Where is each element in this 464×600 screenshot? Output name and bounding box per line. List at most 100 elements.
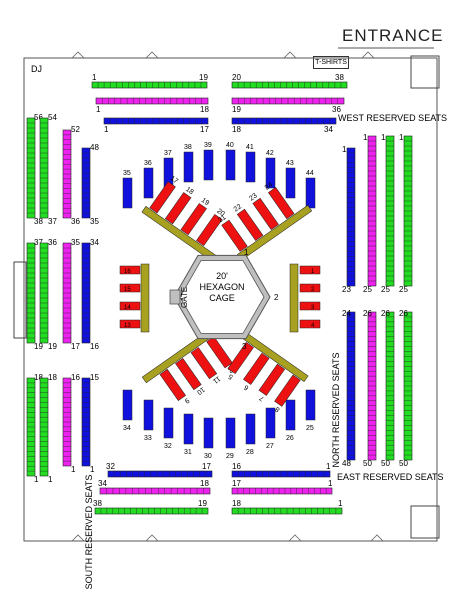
floor-block-30[interactable] xyxy=(203,417,214,449)
east-col-1-sec-2[interactable] xyxy=(346,311,356,461)
bottom-row-1-right[interactable] xyxy=(231,470,331,478)
bottom-row-2-right-bar[interactable] xyxy=(231,487,333,495)
floor-block-26[interactable] xyxy=(285,399,296,431)
east-col-4-sec-1[interactable] xyxy=(403,135,413,287)
east-col-3-sec-1[interactable] xyxy=(385,135,395,287)
top-row-2-left[interactable] xyxy=(95,97,209,105)
bottom-row-1-left-bar[interactable] xyxy=(107,470,213,478)
angled-row-20[interactable] xyxy=(196,213,223,247)
angled-row-9[interactable] xyxy=(159,368,186,401)
west-col-1-sec-2[interactable] xyxy=(26,242,36,344)
angled-row-11[interactable] xyxy=(190,347,218,380)
bottom-row-2-left[interactable] xyxy=(99,487,211,495)
west-col-3-sec-1[interactable] xyxy=(62,129,72,219)
angled-bottom-left[interactable]: 1211109 xyxy=(141,327,240,417)
floor-block-41[interactable] xyxy=(245,151,256,183)
top-row-1-right[interactable] xyxy=(231,81,348,89)
top-row-1-left-bar[interactable] xyxy=(91,81,208,89)
floor-block-35[interactable] xyxy=(122,177,133,209)
floor-block-42[interactable] xyxy=(265,157,276,189)
west-col-1-sec-3[interactable] xyxy=(26,377,36,477)
side-row-13[interactable] xyxy=(119,319,141,329)
col-end-label: 25 xyxy=(399,285,408,294)
top-row-3-right[interactable] xyxy=(231,117,337,125)
col-start-label: 36 xyxy=(48,238,57,247)
east-col-1-sec-1[interactable] xyxy=(346,147,356,287)
west-col-4-sec-1[interactable] xyxy=(81,147,91,219)
angled-row-5[interactable] xyxy=(227,341,254,375)
cage-gate[interactable] xyxy=(169,289,181,305)
west-col-3-sec-3[interactable] xyxy=(62,377,72,467)
angled-row-22[interactable] xyxy=(236,208,264,241)
bottom-row-1-left[interactable] xyxy=(107,470,213,478)
west-col-4-sec-3[interactable] xyxy=(81,377,91,467)
west-col-2-sec-1[interactable] xyxy=(39,117,49,219)
floor-block-label: 35 xyxy=(123,170,131,177)
floor-block-28[interactable] xyxy=(245,413,256,445)
east-col-2-sec-2[interactable] xyxy=(367,311,377,461)
bottom-row-3-left-bar[interactable] xyxy=(94,507,209,515)
floor-block-38[interactable] xyxy=(183,151,194,183)
angled-row-12[interactable] xyxy=(206,336,233,369)
top-row-2-right[interactable] xyxy=(231,97,345,105)
door-icon xyxy=(283,51,297,59)
angled-row-18[interactable] xyxy=(164,192,192,225)
top-row-1-right-bar[interactable] xyxy=(231,81,348,89)
col-end-label: 48 xyxy=(342,459,351,468)
floor-block-34[interactable] xyxy=(122,389,133,421)
tshirts-booth[interactable]: T-SHIRTS xyxy=(313,56,349,69)
bottom-row-2-right[interactable] xyxy=(231,487,333,495)
angled-row-7[interactable] xyxy=(258,363,286,396)
top-row-3-left[interactable] xyxy=(103,117,209,125)
top-row-1-left[interactable] xyxy=(91,81,208,89)
east-col-3-sec-2[interactable] xyxy=(385,311,395,461)
floor-block-39[interactable] xyxy=(203,149,214,181)
west-col-2-sec-3[interactable] xyxy=(39,377,49,477)
side-row-4[interactable] xyxy=(299,319,321,329)
top-row-3-right-bar[interactable] xyxy=(231,117,337,125)
floor-block-40[interactable] xyxy=(225,149,236,181)
floor-block-25[interactable] xyxy=(305,389,316,421)
angled-row-24[interactable] xyxy=(268,187,295,220)
side-row-2[interactable] xyxy=(299,283,321,293)
bottom-row-3-right[interactable] xyxy=(231,507,343,515)
west-col-4-sec-2[interactable] xyxy=(81,242,91,344)
bottom-row-2-left-bar[interactable] xyxy=(99,487,211,495)
row-start-label: 16 xyxy=(232,462,241,471)
floor-block-33[interactable] xyxy=(143,399,154,431)
west-col-3-sec-2[interactable] xyxy=(62,242,72,344)
top-row-3-left-bar[interactable] xyxy=(103,117,209,125)
east-col-4-sec-2[interactable] xyxy=(403,311,413,461)
angled-row-19[interactable] xyxy=(180,203,207,236)
floor-block-29[interactable] xyxy=(225,417,236,449)
bottom-row-3-left[interactable] xyxy=(94,507,209,515)
side-row-16[interactable] xyxy=(119,265,141,275)
east-col-2-sec-1[interactable] xyxy=(367,135,377,287)
north-reserved-label: NORTH RESERVED SEATS xyxy=(331,352,341,467)
side-row-label: 16 xyxy=(124,269,131,275)
angled-row-label: 11 xyxy=(211,374,221,384)
angled-row-8[interactable] xyxy=(274,374,301,407)
floor-block-36[interactable] xyxy=(143,167,154,199)
floor-block-27[interactable] xyxy=(265,407,276,439)
angled-row-6[interactable] xyxy=(243,352,270,385)
west-col-2-sec-2[interactable] xyxy=(39,242,49,344)
angled-row-17[interactable] xyxy=(149,181,176,214)
angled-row-21[interactable] xyxy=(221,219,248,252)
floor-block-32[interactable] xyxy=(163,407,174,439)
floor-block-31[interactable] xyxy=(183,413,194,445)
angled-row-23[interactable] xyxy=(252,197,279,230)
floor-block-44[interactable] xyxy=(305,177,316,209)
side-row-3[interactable] xyxy=(299,301,321,311)
side-row-15[interactable] xyxy=(119,283,141,293)
side-row-1[interactable] xyxy=(299,265,321,275)
floor-block-43[interactable] xyxy=(285,167,296,199)
floor-block-label: 39 xyxy=(204,142,212,149)
side-row-14[interactable] xyxy=(119,301,141,311)
angled-row-10[interactable] xyxy=(175,358,202,391)
west-col-1-sec-1[interactable] xyxy=(26,117,36,219)
